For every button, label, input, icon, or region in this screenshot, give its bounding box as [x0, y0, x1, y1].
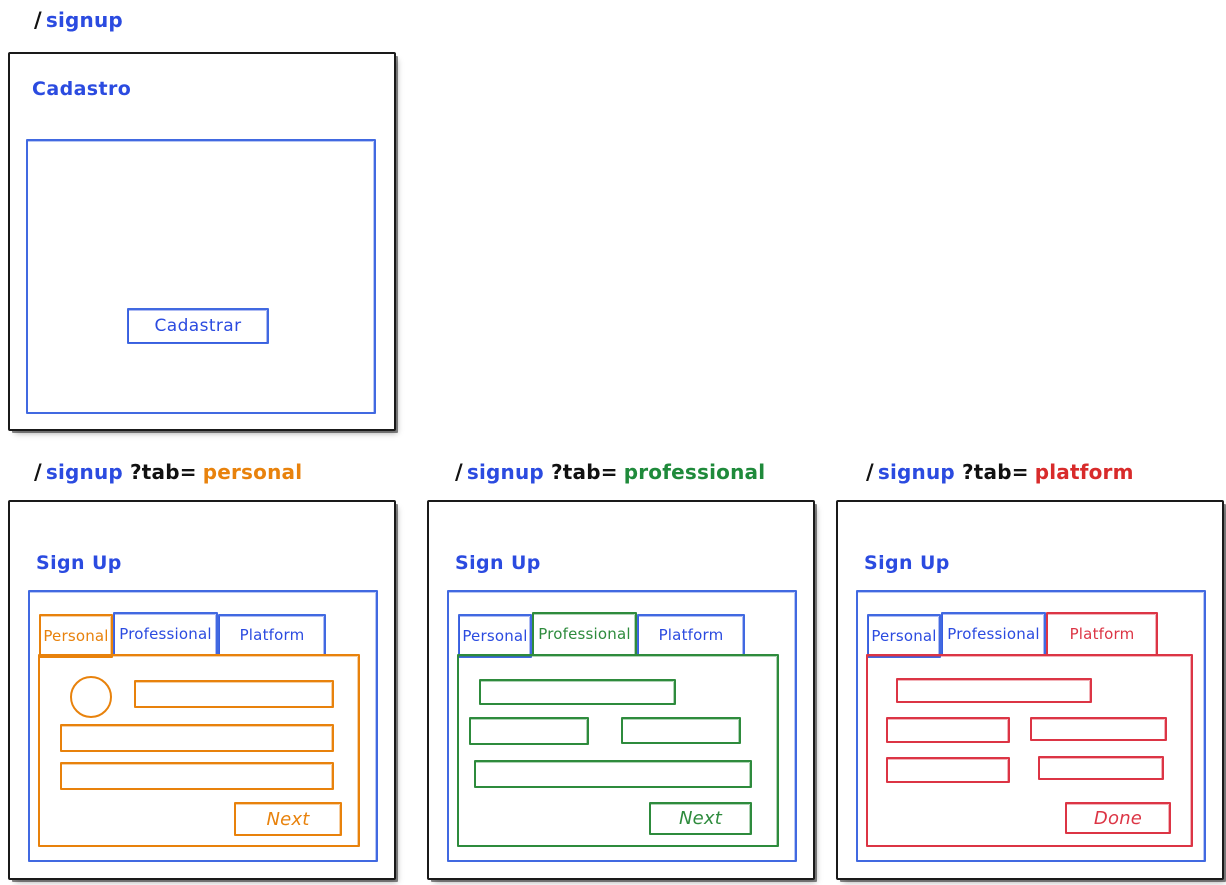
tab-personal[interactable]: Personal — [867, 614, 941, 658]
screen-signup-professional: Sign Up Personal Professional Platform N… — [427, 500, 815, 880]
signup-form-container — [28, 590, 378, 862]
tab-professional-label: Professional — [119, 625, 212, 643]
next-button-label: Next — [678, 808, 723, 829]
done-button[interactable]: Done — [1065, 802, 1171, 834]
route-query-value: professional — [623, 460, 766, 484]
tab-platform[interactable]: Platform — [218, 614, 326, 656]
route-label-platform: /signup?tab=platform — [866, 460, 1134, 484]
input-field[interactable] — [469, 717, 589, 745]
screen-signup-personal: Sign Up Personal Professional Platform N… — [8, 500, 396, 880]
signup-form-container — [26, 139, 376, 414]
tab-platform[interactable]: Platform — [1046, 612, 1158, 656]
tab-platform-label: Platform — [1069, 625, 1135, 643]
tab-personal[interactable]: Personal — [458, 614, 532, 658]
route-label-personal: /signup?tab=personal — [34, 460, 302, 484]
route-path: signup — [466, 460, 544, 484]
tab-personal-label: Personal — [462, 627, 528, 645]
signup-form-container — [856, 590, 1206, 862]
page-title: Cadastro — [32, 78, 132, 100]
route-query-value: platform — [1034, 460, 1134, 484]
page-title: Sign Up — [455, 552, 541, 574]
input-field[interactable] — [886, 757, 1010, 783]
input-field[interactable] — [621, 717, 741, 744]
input-field[interactable] — [1038, 756, 1164, 780]
input-field[interactable] — [886, 717, 1010, 743]
tab-personal-label: Personal — [871, 627, 937, 645]
next-button[interactable]: Next — [234, 802, 342, 836]
tab-platform-label: Platform — [658, 626, 724, 644]
screen-signup-platform: Sign Up Personal Professional Platform D… — [836, 500, 1224, 880]
tab-personal[interactable]: Personal — [39, 614, 113, 658]
tab-panel-professional — [457, 654, 779, 847]
done-button-label: Done — [1093, 807, 1143, 829]
screen-signup-default: Cadastro Cadastrar — [8, 52, 396, 431]
input-field[interactable] — [134, 680, 334, 708]
input-field[interactable] — [1030, 717, 1167, 741]
signup-form-container — [447, 590, 797, 862]
tab-panel-personal — [38, 654, 360, 847]
tab-professional-label: Professional — [538, 625, 631, 643]
tab-panel-platform — [866, 654, 1193, 847]
avatar[interactable] — [70, 676, 112, 718]
route-slash: / — [866, 460, 874, 484]
input-field[interactable] — [479, 679, 676, 705]
page-title: Sign Up — [36, 552, 122, 574]
input-field[interactable] — [60, 762, 334, 790]
route-query-value: personal — [202, 460, 303, 484]
tab-platform-label: Platform — [239, 626, 305, 644]
tab-professional-label: Professional — [947, 625, 1040, 643]
route-query: ?tab= — [961, 460, 1029, 484]
page-title: Sign Up — [864, 552, 950, 574]
next-button[interactable]: Next — [649, 802, 752, 835]
route-slash: / — [455, 460, 463, 484]
next-button-label: Next — [266, 808, 310, 830]
cadastrar-button-label: Cadastrar — [154, 316, 242, 336]
route-query: ?tab= — [129, 460, 197, 484]
route-slash: / — [34, 460, 42, 484]
input-field[interactable] — [474, 760, 752, 788]
route-path: signup — [45, 8, 123, 32]
input-field[interactable] — [896, 678, 1092, 703]
route-slash: / — [34, 8, 42, 32]
route-path: signup — [877, 460, 955, 484]
tab-professional[interactable]: Professional — [113, 612, 218, 656]
tab-platform[interactable]: Platform — [637, 614, 745, 656]
route-path: signup — [45, 460, 123, 484]
route-label-professional: /signup?tab=professional — [455, 460, 765, 484]
tab-professional[interactable]: Professional — [532, 612, 637, 656]
route-label-signup: /signup — [34, 8, 123, 32]
input-field[interactable] — [60, 724, 334, 752]
tab-personal-label: Personal — [43, 627, 109, 645]
tab-professional[interactable]: Professional — [941, 612, 1046, 656]
route-query: ?tab= — [550, 460, 618, 484]
cadastrar-button[interactable]: Cadastrar — [127, 308, 269, 344]
